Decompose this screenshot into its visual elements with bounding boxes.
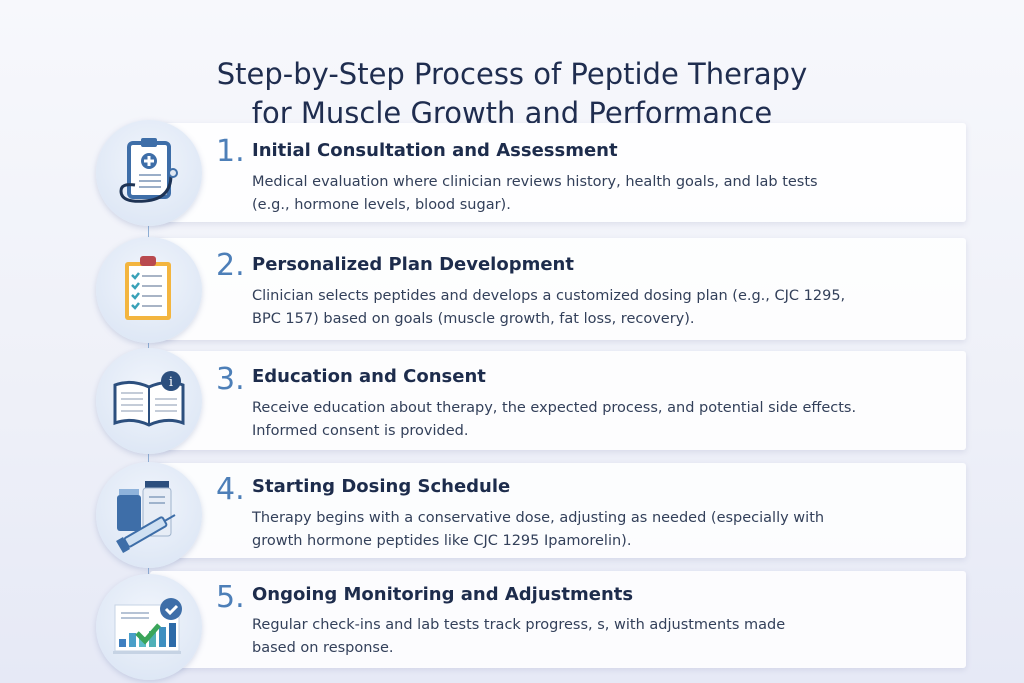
step-card-1: [150, 123, 966, 222]
step-description: Medical evaluation where clinician revie…: [252, 174, 818, 213]
step-description: Regular check-ins and lab tests track pr…: [252, 617, 786, 656]
step-number: 5.: [216, 580, 245, 615]
step-title: Education and Consent: [252, 366, 486, 387]
step-description: Therapy begins with a conservative dose,…: [252, 510, 825, 549]
page-title: Step-by-Step Process of Peptide Therapy …: [216, 57, 808, 130]
step-card-2: [150, 238, 966, 340]
step-title: Initial Consultation and Assessment: [252, 140, 618, 161]
vials-syringe-icon: [96, 462, 202, 568]
connector: [148, 338, 149, 354]
connector: [148, 450, 149, 466]
step-title: Starting Dosing Schedule: [252, 476, 511, 497]
svg-text:i: i: [169, 375, 173, 390]
clipboard-stethoscope-icon: [96, 120, 202, 226]
step-title: Personalized Plan Development: [252, 254, 574, 275]
step-number: 4.: [216, 472, 245, 507]
connector: [148, 225, 149, 241]
checklist-clipboard-icon: [96, 237, 202, 343]
step-number: 1.: [216, 134, 245, 169]
step-number: 3.: [216, 362, 245, 397]
step-description: Receive education about therapy, the exp…: [252, 400, 857, 439]
step-number: 2.: [216, 248, 245, 283]
step-description: Clinician selects peptides and develops …: [252, 288, 846, 327]
step-card-4: [150, 463, 966, 558]
book-info-icon: i: [96, 348, 202, 454]
step-card-5: [150, 571, 966, 668]
chart-check-icon: [96, 574, 202, 680]
step-title: Ongoing Monitoring and Adjustments: [252, 584, 634, 605]
step-card-3: [150, 351, 966, 450]
